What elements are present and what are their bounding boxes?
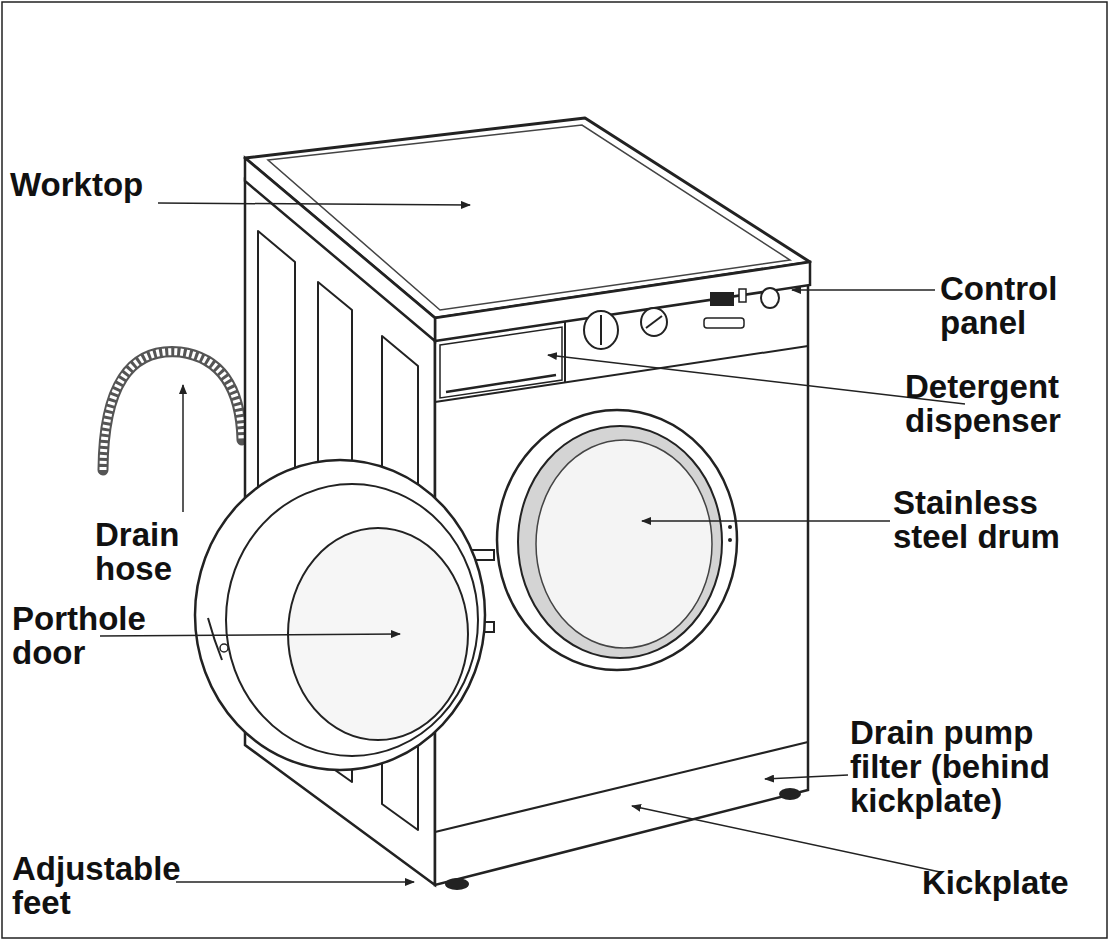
part-label: Detergent dispenser: [905, 370, 1105, 438]
part-label: Kickplate: [922, 866, 1102, 900]
worktop-front-edge: [435, 262, 810, 341]
leader-line: [548, 355, 965, 404]
part-label: Worktop: [10, 168, 210, 202]
part-label: Drain pump filter (behind kickplate): [850, 716, 1095, 818]
front-panel: [435, 284, 808, 885]
door-handle: [208, 618, 222, 660]
adjustable-foot: [779, 788, 801, 800]
leader-line: [642, 520, 890, 522]
door-catch: [728, 538, 732, 542]
part-label: Stainless steel drum: [893, 486, 1093, 554]
drain-hose-outline: [103, 352, 242, 470]
part-label: Adjustable feet: [12, 852, 212, 920]
door-ring: [195, 460, 485, 770]
leader-line: [765, 775, 848, 779]
drum-interior: [536, 440, 712, 648]
door-frame: [226, 484, 478, 756]
knob-indicator: [600, 315, 602, 345]
display-window: [710, 292, 734, 306]
adjustable-foot: [445, 878, 469, 890]
door-latch: [220, 644, 228, 652]
part-label: Control panel: [940, 272, 1100, 340]
worktop-side-edge: [245, 158, 435, 341]
leader-line: [158, 203, 470, 205]
part-label: Porthole door: [12, 602, 172, 670]
option-buttons: [704, 318, 744, 328]
dispenser-drawer: [440, 327, 562, 398]
kickplate-edge: [435, 742, 808, 832]
part-label: Drain hose: [95, 518, 205, 586]
indicator-light: [739, 289, 746, 302]
drawer-handle: [446, 375, 556, 392]
start-button: [761, 288, 779, 308]
door-opening-rim: [497, 410, 737, 670]
program-knob: [584, 311, 618, 349]
knob-indicator: [646, 316, 662, 328]
leader-line: [182, 385, 184, 512]
temperature-knob: [641, 308, 667, 336]
drain-hose-ribs: [103, 352, 242, 470]
door-catch: [728, 525, 732, 529]
leader-line: [792, 289, 935, 291]
panel-divider: [564, 322, 566, 383]
leader-line: [176, 881, 414, 883]
door-seal: [518, 426, 722, 658]
